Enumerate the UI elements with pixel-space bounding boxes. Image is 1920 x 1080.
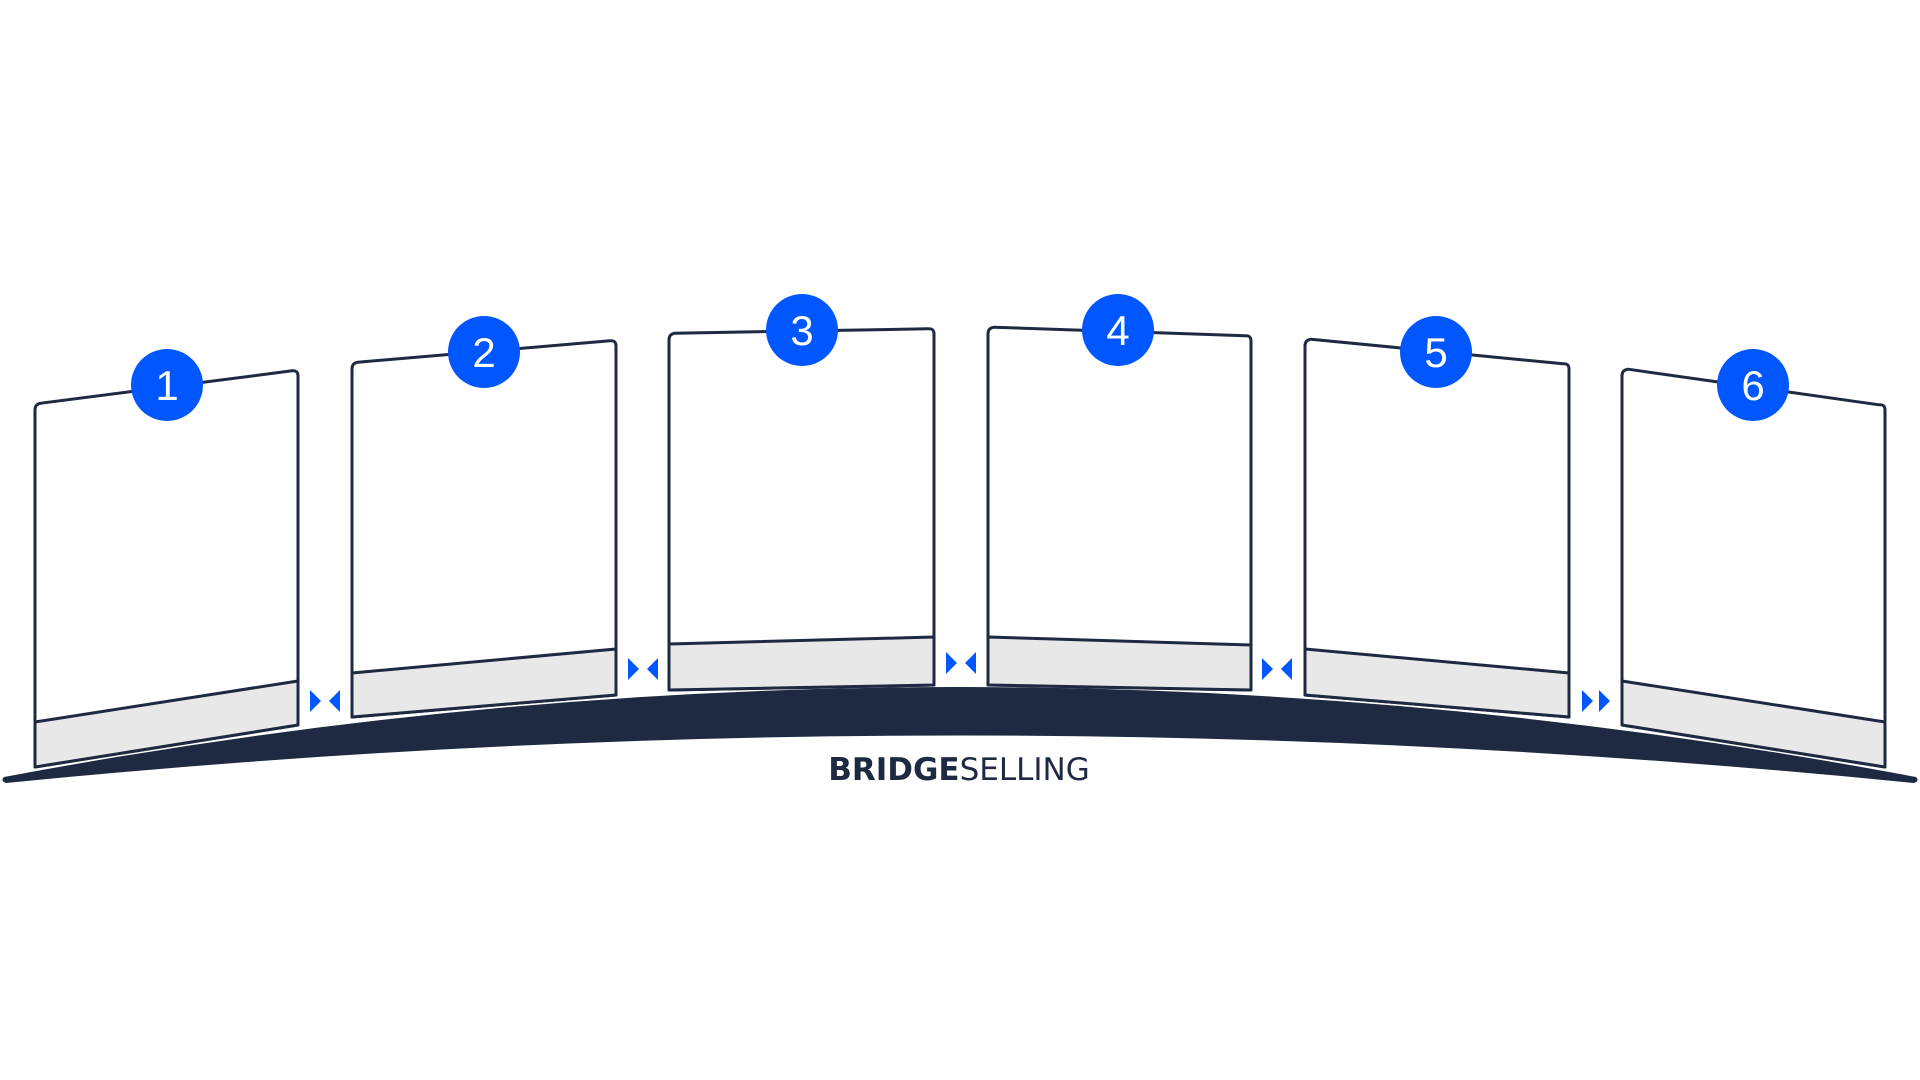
panel-frame xyxy=(986,325,1253,692)
connector-1-bowtie-arrows-icon xyxy=(310,690,340,712)
badge-number: 2 xyxy=(472,329,495,376)
badge-circle xyxy=(766,294,838,366)
panel-frame xyxy=(667,327,936,692)
panel-frame xyxy=(350,339,618,719)
brand-logo-bold: BRIDGE xyxy=(828,752,959,788)
arrow-triangle-icon xyxy=(1582,690,1593,712)
badge-number: 3 xyxy=(790,307,813,354)
connector-3-bowtie-arrows-icon xyxy=(946,652,976,674)
badge-number: 1 xyxy=(155,362,178,409)
panel-2 xyxy=(350,339,618,719)
panel-base-band xyxy=(1620,679,1887,769)
panel-frame xyxy=(33,369,300,769)
badges-layer: 1 2 3 4 5 6 xyxy=(131,294,1789,421)
panel-base-band xyxy=(986,635,1253,692)
arrow-triangle-icon xyxy=(310,690,321,712)
connector-5-double-right-arrows-icon xyxy=(1582,690,1610,712)
panel-base-band xyxy=(1303,647,1571,719)
arrow-triangle-icon xyxy=(1281,658,1292,680)
panel-2-badge: 2 xyxy=(448,316,520,388)
brand-logo: BRIDGESELLING xyxy=(828,752,1090,788)
arrow-triangle-icon xyxy=(946,652,957,674)
panels-layer xyxy=(33,325,1887,769)
connectors-layer xyxy=(310,652,1610,712)
panel-6-badge: 6 xyxy=(1717,349,1789,421)
arrow-triangle-icon xyxy=(628,658,639,680)
arrow-triangle-icon xyxy=(1262,658,1273,680)
badge-number: 6 xyxy=(1741,362,1764,409)
connector-2-bowtie-arrows-icon xyxy=(628,658,658,680)
badge-number: 5 xyxy=(1424,329,1447,376)
badge-circle xyxy=(1400,316,1472,388)
arrow-triangle-icon xyxy=(329,690,340,712)
panel-3-badge: 3 xyxy=(766,294,838,366)
arrow-triangle-icon xyxy=(1599,690,1610,712)
panel-5-badge: 5 xyxy=(1400,316,1472,388)
brand-logo-light: SELLING xyxy=(960,752,1090,788)
bridge-deck xyxy=(2,687,1918,783)
badge-circle xyxy=(448,316,520,388)
panel-frame xyxy=(1303,337,1571,719)
badge-circle xyxy=(1082,294,1154,366)
arrow-triangle-icon xyxy=(965,652,976,674)
arrow-triangle-icon xyxy=(647,658,658,680)
panel-base-band xyxy=(350,647,618,719)
badge-circle xyxy=(1717,349,1789,421)
badge-number: 4 xyxy=(1106,307,1129,354)
badge-circle xyxy=(131,349,203,421)
panel-base-band xyxy=(667,635,936,692)
panel-5 xyxy=(1303,337,1571,719)
panel-1-badge: 1 xyxy=(131,349,203,421)
connector-4-bowtie-arrows-icon xyxy=(1262,658,1292,680)
panel-frame xyxy=(1620,367,1887,769)
panel-base-band xyxy=(33,679,300,769)
panel-3 xyxy=(667,327,936,692)
panel-4 xyxy=(986,325,1253,692)
panel-6 xyxy=(1620,367,1887,769)
panel-4-badge: 4 xyxy=(1082,294,1154,366)
panel-1 xyxy=(33,369,300,769)
